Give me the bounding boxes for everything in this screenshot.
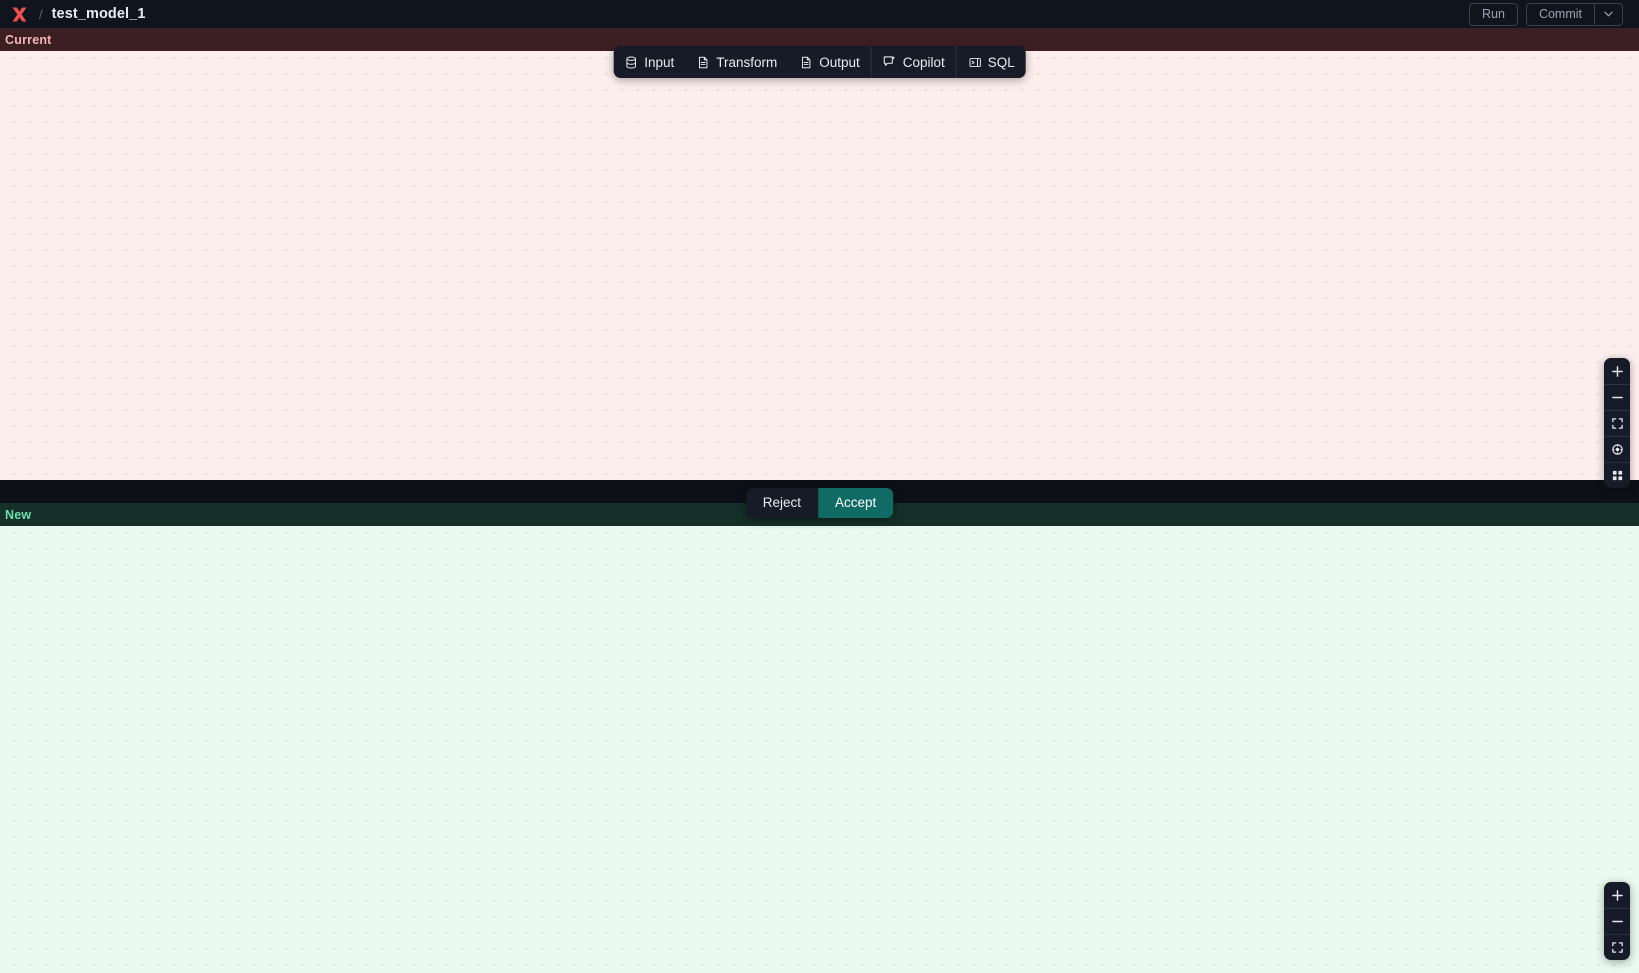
toolbar-item-input[interactable]: Input [613,46,685,78]
commit-button-group[interactable]: Commit [1525,2,1623,26]
current-banner-label: Current [5,32,52,47]
toolbar-item-sql[interactable]: SQL [955,46,1026,78]
fit-screen-icon[interactable] [1604,410,1630,436]
chevron-down-icon[interactable] [1594,3,1622,25]
new-banner-label: New [5,507,32,522]
file-text-icon [696,55,710,69]
toolbar-label-copilot: Copilot [902,54,945,70]
current-banner: Current [0,28,1639,51]
accept-button[interactable]: Accept [817,488,894,518]
toolbar-label-input: Input [644,54,675,70]
plus-icon[interactable] [1604,358,1630,384]
minus-icon[interactable] [1604,908,1630,934]
page-title: test_model_1 [51,6,146,22]
toolbar-label-transform: Transform [716,54,778,70]
current-version-canvas[interactable] [0,28,1639,480]
grid-icon[interactable] [1604,462,1630,488]
minus-icon[interactable] [1604,384,1630,410]
pipeline-edges [0,503,1639,973]
fit-screen-icon[interactable] [1604,934,1630,960]
toolbar-label-sql: SQL [987,54,1015,70]
sql-panel-icon [968,55,982,69]
toolbar-label-output: Output [819,54,860,70]
copilot-sparkle-icon [883,55,897,69]
canvas-zoom-controls-bottom [1604,882,1630,960]
toolbar-item-transform[interactable]: Transform [685,46,788,78]
run-button[interactable]: Run [1469,2,1518,26]
editor-toolbar: Input Transform Output Copilot SQL [613,46,1026,78]
title-bar: / test_model_1 Run Commit [0,0,1639,28]
database-icon [624,55,638,69]
canvas-zoom-controls-top [1604,358,1630,488]
commit-button[interactable]: Commit [1538,6,1582,21]
file-text-icon [799,55,813,69]
breadcrumb-separator: / [39,6,43,22]
reject-button[interactable]: Reject [762,495,801,510]
diff-decision-bar: Reject Accept [745,488,894,518]
titlebar-actions: Run Commit [1469,2,1631,26]
toolbar-item-output[interactable]: Output [788,46,871,78]
lock-viewport-icon[interactable] [1604,436,1630,462]
x-logo-icon[interactable] [8,3,30,25]
new-version-canvas[interactable]: fct_github_pull_requests ⋯ Model Name fc… [0,503,1639,973]
plus-icon[interactable] [1604,882,1630,908]
toolbar-item-copilot[interactable]: Copilot [870,46,956,78]
